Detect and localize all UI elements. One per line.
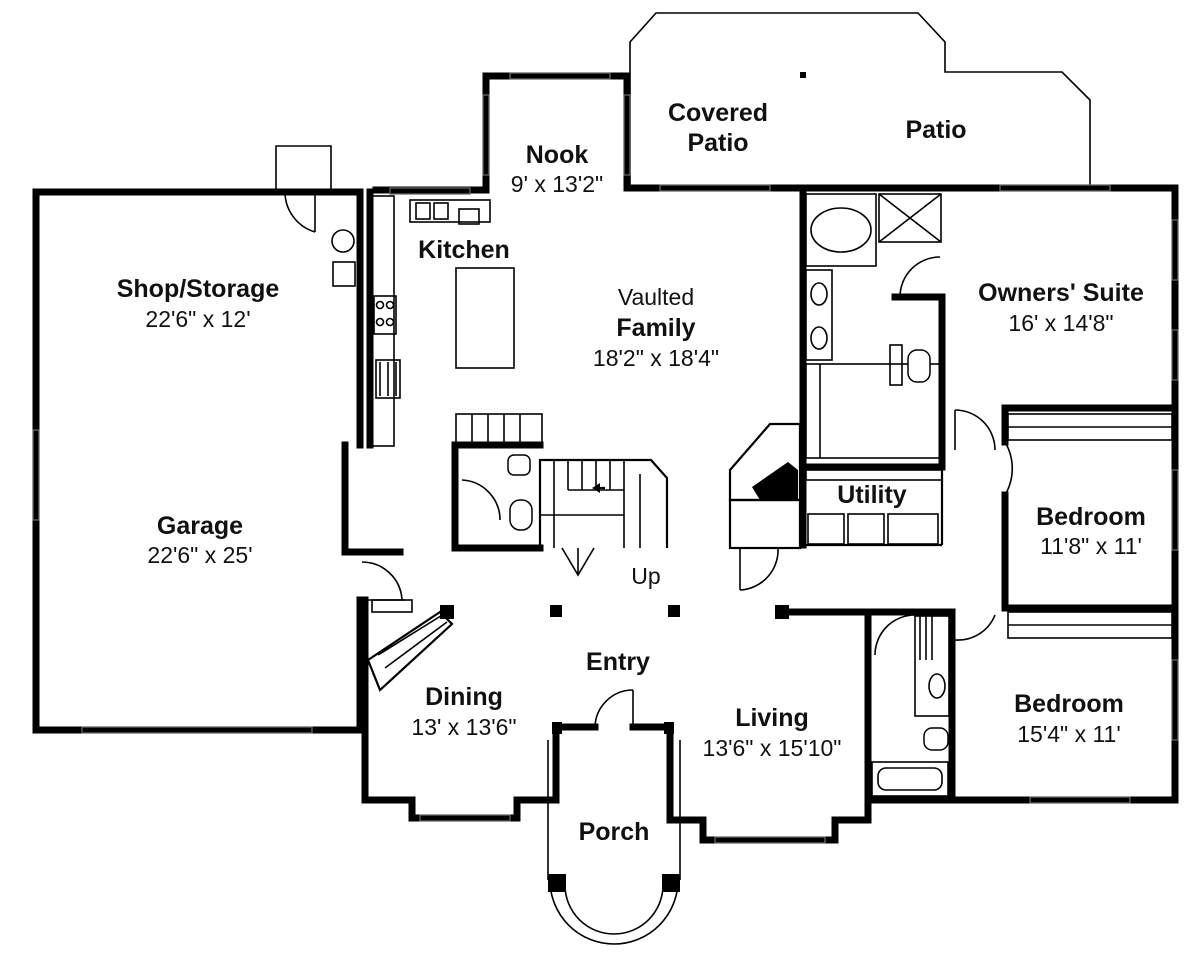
bedroom-closets [874,409,1173,656]
room-labels: Covered Patio Patio Nook 9' x 13'2" Kitc… [117,99,1146,846]
dining-label: Dining [425,683,503,711]
garage-size: 22'6" x 25' [147,542,252,568]
utility-label: Utility [837,481,907,509]
living-size: 13'6" x 15'10" [703,735,842,761]
covered-patio-label-1: Covered [668,99,768,127]
bedroom-1-size: 11'8" x 11' [1040,533,1142,559]
bedroom-2-size: 15'4" x 11' [1017,721,1120,747]
covered-patio-label-2: Patio [687,129,748,157]
garage-door-area [361,561,454,692]
shop-storage-label: Shop/Storage [117,275,280,303]
family-label: Family [616,314,695,342]
patio-label: Patio [905,116,966,144]
kitchen-fixtures [371,195,515,447]
nook-label: Nook [526,141,589,169]
stair-area [455,413,669,577]
patio-outline [629,12,1091,188]
windows [32,72,1179,844]
owners-suite-label: Owners' Suite [978,279,1144,307]
hall-bath [871,615,950,797]
owners-suite-size: 16' x 14'8" [1008,310,1113,336]
entry-porch [547,689,681,945]
utility-fixtures [805,469,944,547]
walls [32,72,1179,844]
nook-size: 9' x 13'2" [511,171,603,197]
owners-bath [805,193,943,459]
shop-storage-size: 22'6" x 12' [145,306,250,332]
garage-label: Garage [157,512,243,540]
family-size: 18'2" x 18'4" [593,345,719,371]
entry-label: Entry [586,648,650,676]
fireplace [728,422,802,591]
porch-label: Porch [579,818,650,846]
family-prefix: Vaulted [618,284,694,310]
kitchen-label: Kitchen [418,236,510,264]
posts [440,605,789,734]
bedroom-2-label: Bedroom [1014,690,1124,718]
stairs-up-label: Up [631,563,660,589]
shop-entry [275,145,356,287]
bedroom-1-label: Bedroom [1036,503,1146,531]
living-label: Living [735,704,809,732]
dining-size: 13' x 13'6" [411,714,516,740]
